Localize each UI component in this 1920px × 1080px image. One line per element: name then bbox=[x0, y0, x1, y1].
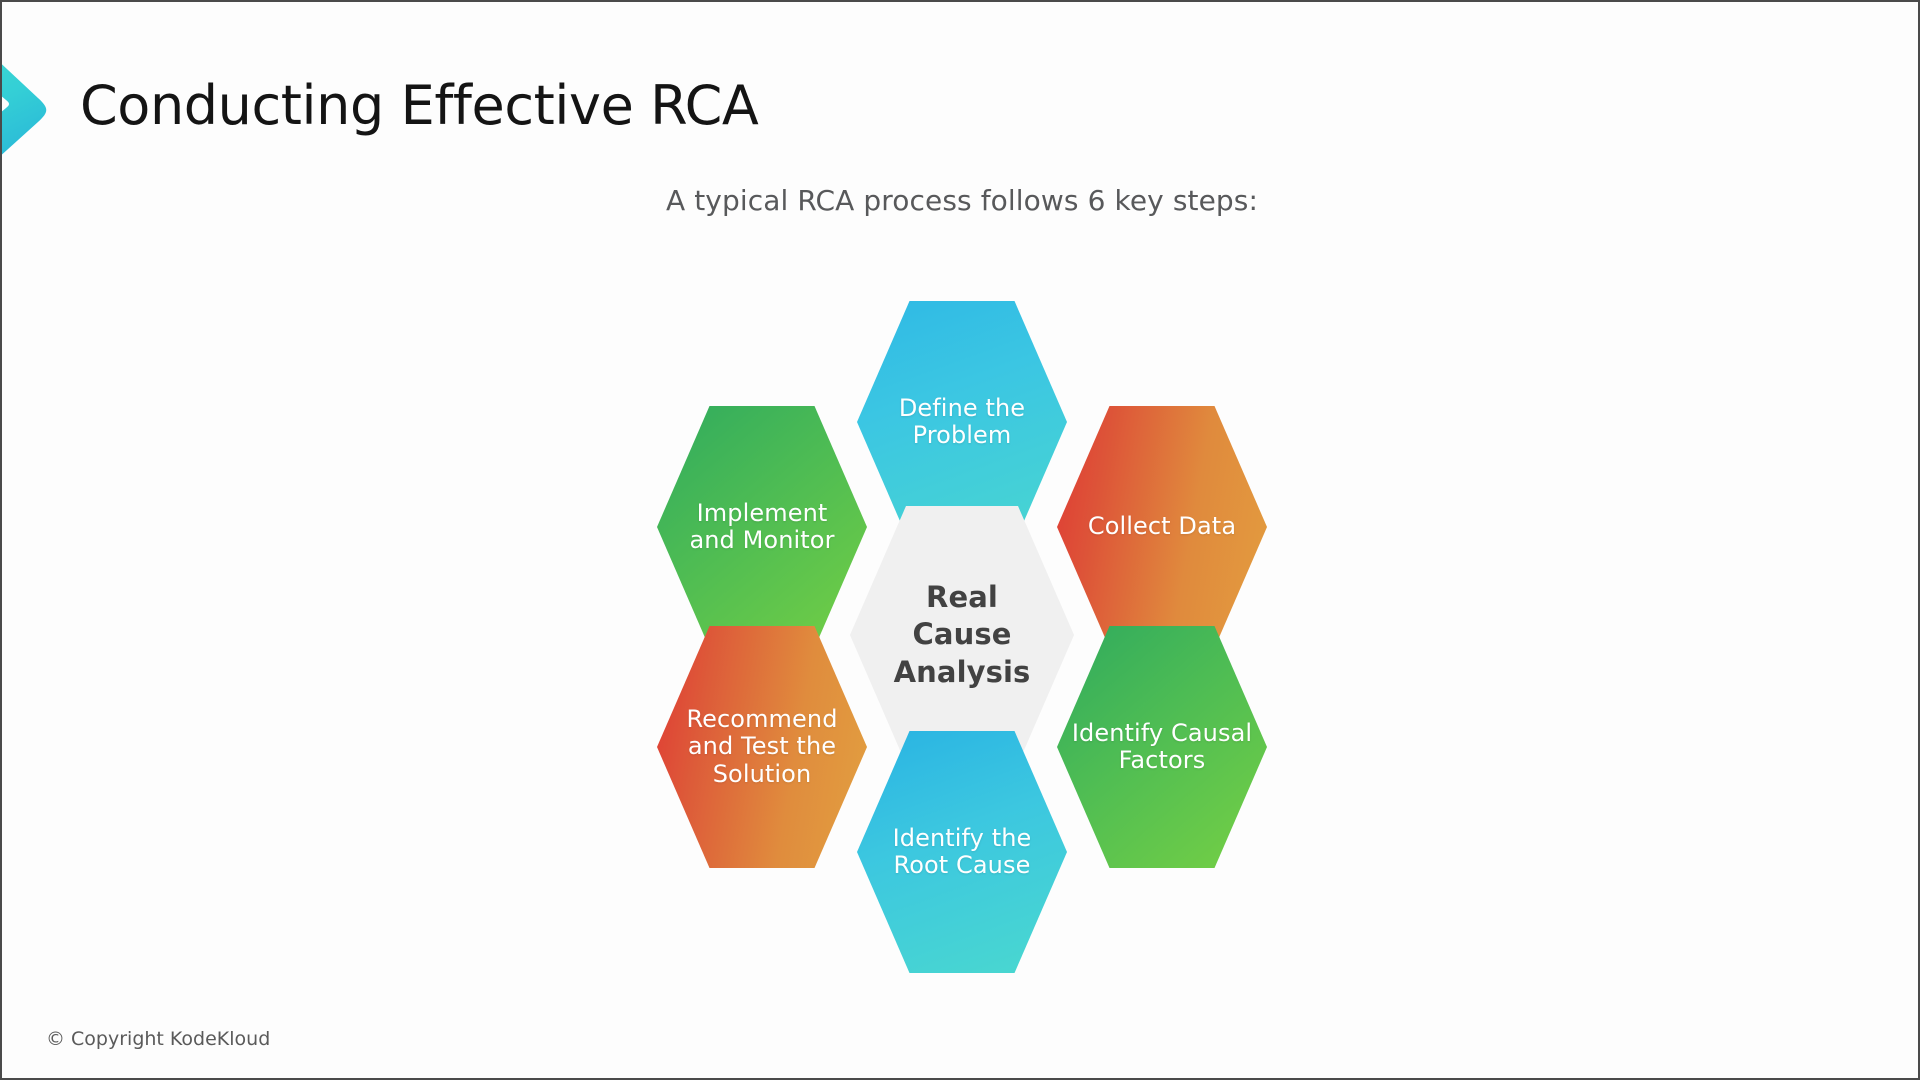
hex-step-identify-causal-factors[interactable]: Identify Causal Factors bbox=[1057, 626, 1267, 868]
hex-center-real-cause-analysis[interactable]: Real Cause Analysis bbox=[850, 506, 1074, 764]
hex-label-real-cause-analysis: Real Cause Analysis bbox=[893, 580, 1031, 689]
hex-step-define-the-problem[interactable]: Define the Problem bbox=[857, 301, 1067, 543]
hex-label-define-the-problem: Define the Problem bbox=[898, 393, 1026, 449]
hex-step-recommend-and-test-the-solution[interactable]: Recommend and Test the Solution bbox=[657, 626, 867, 868]
hex-step-identify-the-root-cause[interactable]: Identify the Root Cause bbox=[857, 731, 1067, 973]
copyright-footer: © Copyright KodeKloud bbox=[46, 1028, 271, 1050]
hex-label-identify-causal-factors: Identify Causal Factors bbox=[1071, 718, 1253, 774]
hex-step-implement-and-monitor[interactable]: Implement and Monitor bbox=[657, 406, 867, 648]
page-title: Conducting Effective RCA bbox=[80, 74, 759, 137]
hex-label-collect-data: Collect Data bbox=[1087, 512, 1237, 541]
slide-subtitle: A typical RCA process follows 6 key step… bbox=[2, 184, 1918, 217]
hex-label-recommend-and-test-the-solution: Recommend and Test the Solution bbox=[686, 704, 838, 788]
hex-label-identify-the-root-cause: Identify the Root Cause bbox=[892, 823, 1032, 879]
hex-label-implement-and-monitor: Implement and Monitor bbox=[689, 498, 835, 554]
hex-step-collect-data[interactable]: Collect Data bbox=[1057, 406, 1267, 648]
slide-subtitle-text: A typical RCA process follows 6 key step… bbox=[665, 184, 1259, 217]
